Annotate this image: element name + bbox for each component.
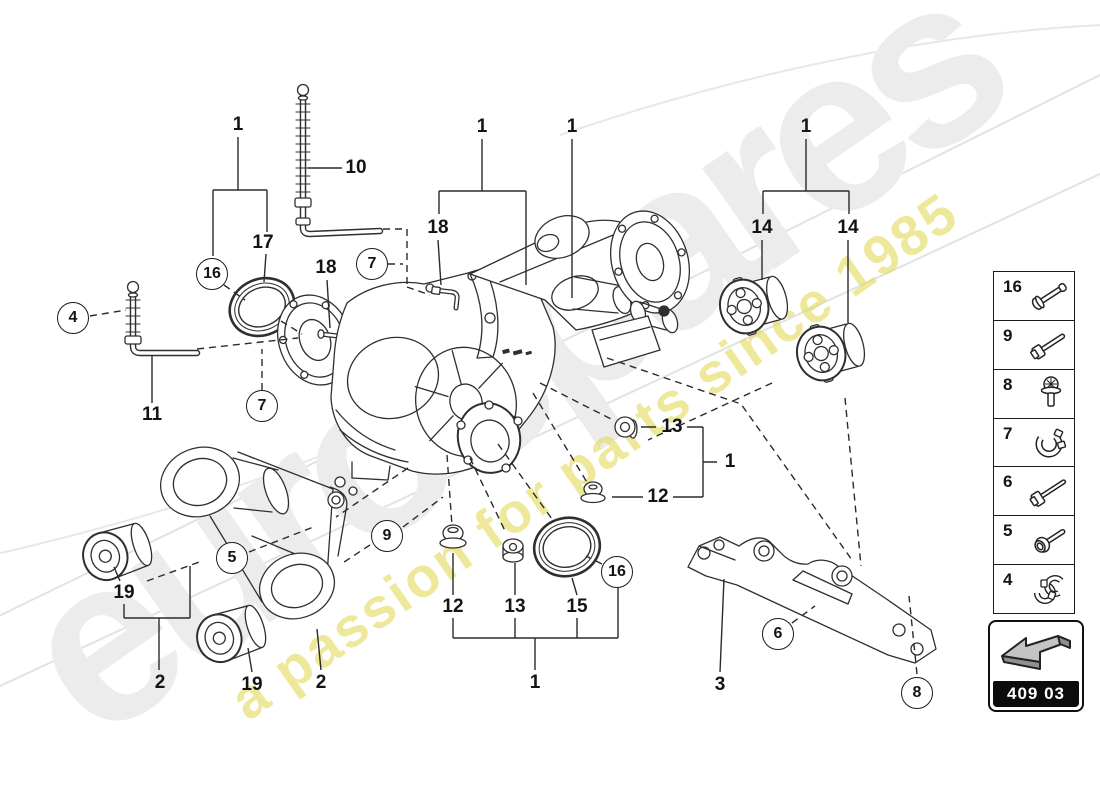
oil-seal-front <box>228 276 296 338</box>
callout-2a: 2 <box>154 672 166 693</box>
bushing-left <box>82 522 153 582</box>
washer-screw-icon <box>1040 375 1062 407</box>
differential-housing <box>330 267 556 496</box>
callout-14a: 14 <box>751 217 773 238</box>
legend-row-8: 8 <box>994 370 1074 419</box>
callout-1d: 1 <box>800 116 812 137</box>
leader-lines-solid <box>113 137 850 673</box>
hex-bolt-icon <box>1030 333 1066 360</box>
plug-12-left <box>439 524 467 549</box>
legend-ref: 4 <box>1003 570 1013 590</box>
part-code-box: 409 03 <box>988 620 1084 712</box>
leader-lines-dashed <box>89 228 918 675</box>
hose-clamp-icon <box>1035 428 1067 457</box>
callout-12a: 12 <box>647 486 669 507</box>
legend-row-6: 6 <box>994 467 1074 517</box>
callout-10: 10 <box>345 157 367 178</box>
legend-ref: 16 <box>1003 277 1022 296</box>
rubber-mount-left <box>718 275 789 336</box>
breather-tube-lower <box>124 280 201 357</box>
callout-circled-4: 4 <box>57 302 89 334</box>
clutch-rear-flange <box>609 210 691 314</box>
callout-19a: 19 <box>113 582 135 603</box>
part-code-bar: 409 03 <box>993 681 1079 707</box>
callout-circled-6: 6 <box>762 618 794 650</box>
oil-seal-rear <box>532 516 602 578</box>
callout-15: 15 <box>566 596 588 617</box>
hex-bolt-long-icon <box>1029 479 1067 508</box>
callout-circled-16b: 16 <box>601 556 633 588</box>
callout-1e: 1 <box>724 451 736 472</box>
legend-ref: 7 <box>1003 423 1013 443</box>
crossmember <box>687 536 937 664</box>
plug-13-right <box>614 416 638 439</box>
callout-12b: 12 <box>442 596 464 617</box>
callout-1c: 1 <box>566 116 578 137</box>
callout-circled-8: 8 <box>901 677 933 709</box>
legend-row-9: 9 <box>994 321 1074 370</box>
section-arrow-icon <box>1001 635 1071 670</box>
callout-circled-5: 5 <box>216 542 248 574</box>
bushing-right <box>196 604 267 664</box>
flange-bolt-icon <box>1034 529 1066 553</box>
legend-ref: 9 <box>1003 325 1013 345</box>
callout-3: 3 <box>714 674 726 695</box>
plug-12-right <box>580 481 606 504</box>
support-bracket <box>160 446 348 620</box>
callout-1b: 1 <box>476 116 488 137</box>
callout-1f: 1 <box>529 672 541 693</box>
legend-ref: 8 <box>1003 374 1013 394</box>
legend-ref: 6 <box>1003 472 1013 492</box>
visco-clutch-body <box>469 210 691 368</box>
fastener-legend: 16 9 8 <box>993 271 1075 614</box>
callout-13b: 13 <box>504 596 526 617</box>
legend-ref: 5 <box>1003 521 1013 541</box>
callout-19b: 19 <box>241 674 263 695</box>
legend-row-4: 4 <box>994 565 1074 613</box>
vent-fitting-right <box>430 285 460 311</box>
callout-18a: 18 <box>315 257 337 278</box>
callout-circled-16a: 16 <box>196 258 228 290</box>
callout-13a: 13 <box>661 416 683 437</box>
callout-circled-9: 9 <box>371 520 403 552</box>
breather-tube-upper <box>294 83 384 238</box>
callout-circled-7b: 7 <box>246 390 278 422</box>
callout-11: 11 <box>141 404 163 425</box>
plug-13-left <box>502 538 524 563</box>
rubber-mount-right <box>795 322 866 383</box>
stud-bolt-icon <box>1031 282 1067 310</box>
callout-18b: 18 <box>427 217 449 238</box>
legend-row-5: 5 <box>994 516 1074 566</box>
callout-14b: 14 <box>837 217 859 238</box>
callout-17: 17 <box>252 232 274 253</box>
part-code-text: 409 03 <box>1007 684 1065 703</box>
legend-row-16: 16 <box>994 272 1074 321</box>
callout-2b: 2 <box>315 672 327 693</box>
legend-row-7: 7 <box>994 419 1074 468</box>
callout-1a: 1 <box>232 114 244 135</box>
spring-clamp-icon <box>1034 575 1066 605</box>
callout-circled-7a: 7 <box>356 248 388 280</box>
